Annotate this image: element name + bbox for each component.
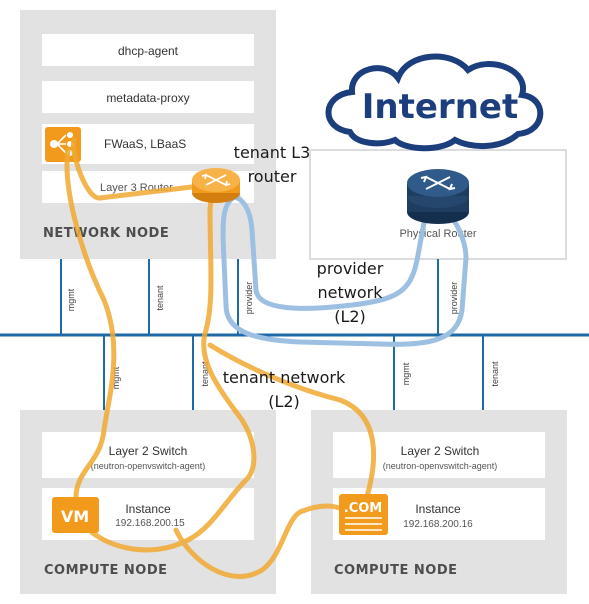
internet-label: Internet (362, 87, 518, 127)
compute-node-title: COMPUTE NODE (334, 563, 458, 578)
link-label-provider-top: provider (244, 282, 254, 315)
vm-badge-label: VM (61, 507, 89, 526)
tenant-network-path (64, 137, 376, 579)
link-label-provider-external: provider (449, 282, 459, 315)
layer2-switch-agent-label: (neutron-openvswitch-agent) (91, 461, 206, 471)
link-label-mgmt-bottom-2: mgmt (401, 362, 411, 385)
tenant-router-icon (192, 168, 240, 203)
bottom-links (103, 335, 484, 410)
metadata-proxy-bar (42, 81, 254, 113)
instance-ip: 192.168.200.15 (115, 518, 185, 529)
layer2-switch-agent-label: (neutron-openvswitch-agent) (383, 461, 498, 471)
network-node-title: NETWORK NODE (43, 226, 169, 241)
layer2-switch-label: Layer 2 Switch (401, 444, 480, 458)
tenant-l3-router-annotation-line1: tenant L3 (234, 143, 311, 162)
provider-network-annotation-line2: network (318, 283, 384, 302)
link-label-tenant-bottom-1: tenant (200, 361, 210, 387)
provider-network-annotation-line1: provider (317, 259, 384, 278)
com-badge-icon: .COM (339, 494, 388, 535)
metadata-proxy-label: metadata-proxy (106, 91, 189, 105)
dhcp-agent-label: dhcp-agent (118, 44, 179, 58)
link-label-tenant-top: tenant (155, 285, 165, 311)
layer2-switch-label: Layer 2 Switch (109, 444, 188, 458)
top-links (60, 259, 439, 335)
compute-node-title: COMPUTE NODE (44, 563, 168, 578)
fwaas-lbaas-label: FWaaS, LBaaS (104, 137, 186, 151)
link-label-mgmt-top: mgmt (66, 288, 76, 311)
vm-badge-icon: VM (52, 497, 99, 533)
provider-network-path (220, 193, 469, 347)
provider-network-annotation-line3: (L2) (334, 307, 366, 326)
physical-router-icon (407, 169, 469, 224)
internet-cloud-icon: Internet (325, 53, 544, 152)
link-label-tenant-bottom-2: tenant (490, 361, 500, 387)
tenant-l3-router-annotation-line2: router (248, 167, 297, 186)
tenant-network-annotation-line1: tenant network (223, 368, 346, 387)
dhcp-agent-bar (42, 34, 254, 66)
instance-label: Instance (415, 502, 461, 516)
instance-ip: 192.168.200.16 (403, 519, 473, 530)
instance-label: Instance (125, 502, 171, 516)
physical-router-label: Physical Router (399, 228, 476, 240)
tenant-network-annotation-line2: (L2) (268, 392, 300, 411)
com-badge-label: .COM (344, 501, 382, 516)
link-label-mgmt-bottom-1: mgmt (111, 366, 121, 389)
